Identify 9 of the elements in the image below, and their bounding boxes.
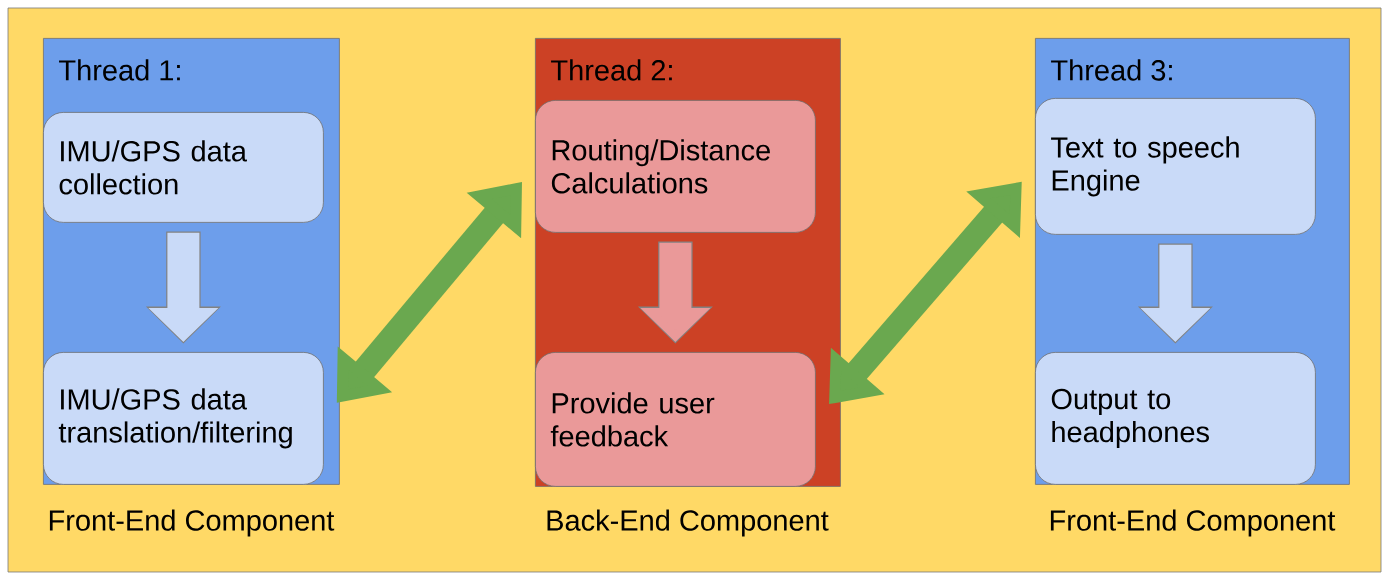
- component-label: Front-End Component: [49, 509, 335, 537]
- process-box: Provide user feedback: [535, 352, 816, 487]
- process-box: IMU/GPS data translation/filtering: [43, 352, 324, 485]
- process-box: Routing/Distance Calculations: [535, 100, 816, 233]
- component-label: Front-End Component: [1050, 509, 1336, 537]
- component-label: Back-End Component: [547, 509, 829, 537]
- process-box: IMU/GPS data collection: [43, 112, 324, 223]
- process-box: Text to speech Engine: [1035, 98, 1316, 235]
- process-box: Output to headphones: [1035, 352, 1316, 485]
